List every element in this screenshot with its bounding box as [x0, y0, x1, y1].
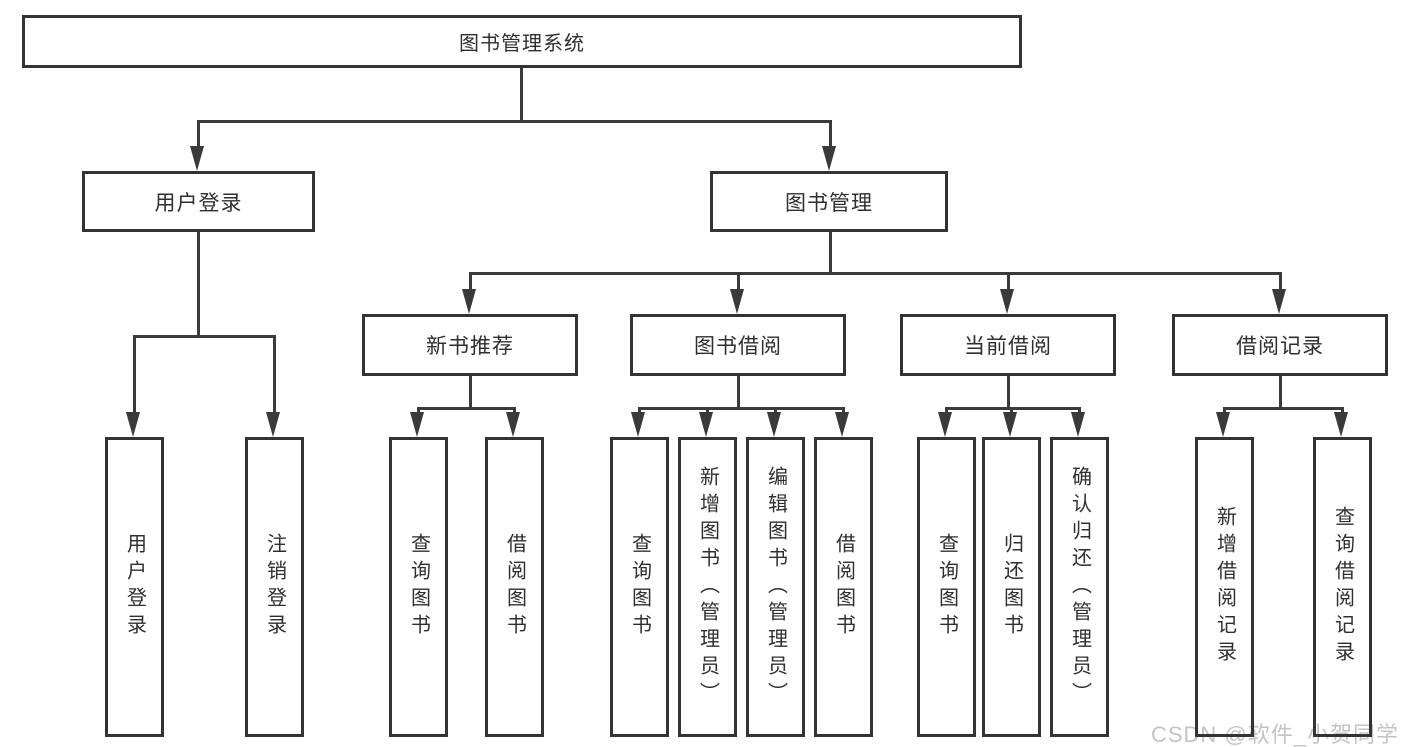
arrow-head: [1334, 412, 1348, 437]
connector-drop: [774, 407, 777, 415]
connector-drop: [133, 335, 136, 415]
leaf-edit-book-admin: 编辑图书（管理员）: [746, 437, 805, 737]
arrow-head: [1272, 289, 1286, 314]
node-label: 编辑图书（管理员）: [764, 465, 787, 709]
node-book-borrow: 图书借阅: [630, 314, 846, 376]
arrow-head: [822, 146, 836, 171]
node-label: 图书管理系统: [459, 33, 585, 55]
leaf-query-books-recommend: 查询图书: [389, 437, 448, 737]
arrow-head: [1000, 289, 1014, 314]
node-label: 新增借阅记录: [1213, 506, 1236, 668]
arrow-head: [835, 412, 849, 437]
connector-drop: [469, 272, 472, 292]
connector-drop: [273, 335, 276, 415]
arrow-head: [631, 412, 645, 437]
node-label: 注销登录: [263, 533, 286, 641]
leaf-query-borrow-record: 查询借阅记录: [1313, 437, 1372, 737]
arrow-head: [126, 412, 140, 437]
leaf-add-borrow-record: 新增借阅记录: [1195, 437, 1254, 737]
connector-bus: [945, 407, 1081, 410]
node-label: 图书管理: [785, 191, 873, 215]
node-root-system: 图书管理系统: [22, 15, 1022, 68]
arrow-head: [506, 412, 520, 437]
connector-drop: [417, 407, 420, 415]
connector-userlogin-stem: [197, 232, 200, 337]
arrow-head: [1216, 412, 1230, 437]
arrow-head: [767, 412, 781, 437]
arrow-head: [1071, 412, 1085, 437]
connector-drop: [1223, 407, 1226, 415]
connector-drop: [829, 120, 832, 150]
connector-drop: [1010, 407, 1013, 415]
connector-userlogin-bus: [133, 335, 276, 338]
connector-stem: [1279, 376, 1282, 407]
node-label: 查询借阅记录: [1331, 506, 1354, 668]
node-label: 当前借阅: [964, 335, 1052, 358]
leaf-borrow-books: 借阅图书: [814, 437, 873, 737]
node-label: 新增图书（管理员）: [696, 465, 719, 709]
leaf-query-books-current: 查询图书: [917, 437, 976, 737]
leaf-confirm-return-admin: 确认归还（管理员）: [1050, 437, 1109, 737]
node-label: 查询图书: [407, 533, 430, 641]
node-current-borrow: 当前借阅: [900, 314, 1116, 376]
arrow-head: [266, 412, 280, 437]
connector-drop: [842, 407, 845, 415]
connector-drop: [197, 120, 200, 150]
node-label: 确认归还（管理员）: [1068, 465, 1091, 709]
node-label: 查询图书: [935, 533, 958, 641]
leaf-borrow-books-recommend: 借阅图书: [485, 437, 544, 737]
arrow-head: [462, 289, 476, 314]
leaf-logout: 注销登录: [245, 437, 304, 737]
node-label: 借阅图书: [503, 533, 526, 641]
arrow-head: [938, 412, 952, 437]
connector-drop: [1007, 272, 1010, 292]
leaf-add-book-admin: 新增图书（管理员）: [678, 437, 737, 737]
arrow-head: [1003, 412, 1017, 437]
connector-bus: [638, 407, 845, 410]
connector-level3-bus: [469, 272, 1282, 275]
leaf-query-books-borrow: 查询图书: [610, 437, 669, 737]
node-label: 新书推荐: [426, 335, 514, 358]
connector-drop: [638, 407, 641, 415]
node-borrow-records: 借阅记录: [1172, 314, 1388, 376]
connector-bookmgmt-stem: [829, 232, 832, 272]
connector-bus: [417, 407, 516, 410]
connector-stem: [1007, 376, 1010, 407]
leaf-return-book: 归还图书: [982, 437, 1041, 737]
arrow-head: [190, 146, 204, 171]
node-label: 借阅图书: [832, 533, 855, 641]
connector-drop: [1279, 272, 1282, 292]
arrow-head: [410, 412, 424, 437]
connector-bus: [1223, 407, 1344, 410]
connector-drop: [706, 407, 709, 415]
node-label: 用户登录: [154, 191, 243, 215]
node-user-login: 用户登录: [82, 171, 315, 232]
connector-root-stem: [520, 68, 523, 121]
node-label: 用户登录: [123, 533, 146, 641]
node-new-book-recommend: 新书推荐: [362, 314, 578, 376]
connector-drop: [1341, 407, 1344, 415]
connector-drop: [1078, 407, 1081, 415]
node-label: 查询图书: [628, 533, 651, 641]
node-label: 借阅记录: [1236, 335, 1324, 358]
connector-drop: [513, 407, 516, 415]
arrow-head: [699, 412, 713, 437]
leaf-user-login: 用户登录: [105, 437, 164, 737]
connector-stem: [737, 376, 740, 407]
node-book-management: 图书管理: [710, 171, 948, 232]
node-label: 归还图书: [1000, 533, 1023, 641]
node-label: 图书借阅: [694, 335, 782, 358]
connector-drop: [737, 272, 740, 292]
arrow-head: [730, 289, 744, 314]
connector-drop: [945, 407, 948, 415]
connector-stem: [469, 376, 472, 407]
connector-level2-bus: [197, 120, 831, 123]
